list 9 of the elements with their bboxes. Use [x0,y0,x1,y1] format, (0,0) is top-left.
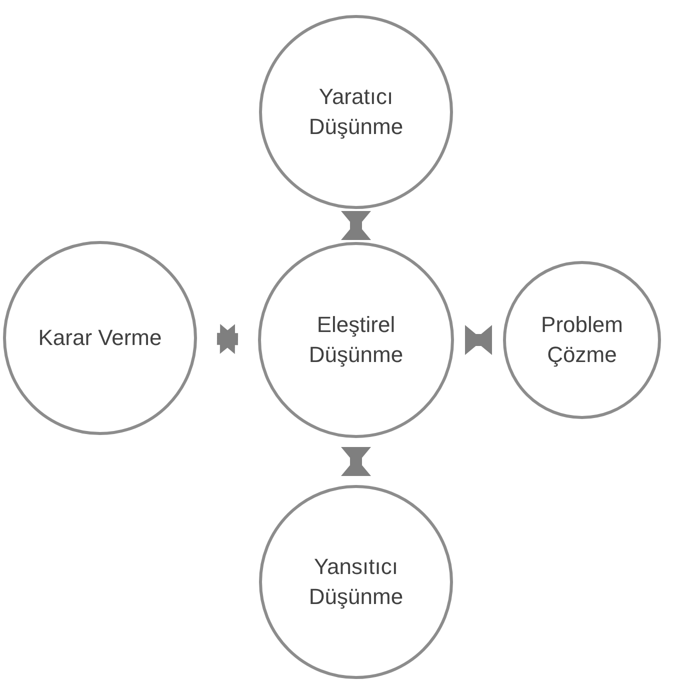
node-label: Yansıtıcı Düşünme [308,553,404,611]
node-label: Karar Verme [37,324,163,352]
double-arrow [216,324,238,354]
double-arrow [341,211,371,240]
double-arrow [341,447,371,476]
node-label: Eleştirel Düşünme [308,311,404,369]
double-arrow [465,325,492,355]
node-label: Yaratıcı Düşünme [308,83,404,141]
node-label: Problem Çözme [540,311,624,369]
